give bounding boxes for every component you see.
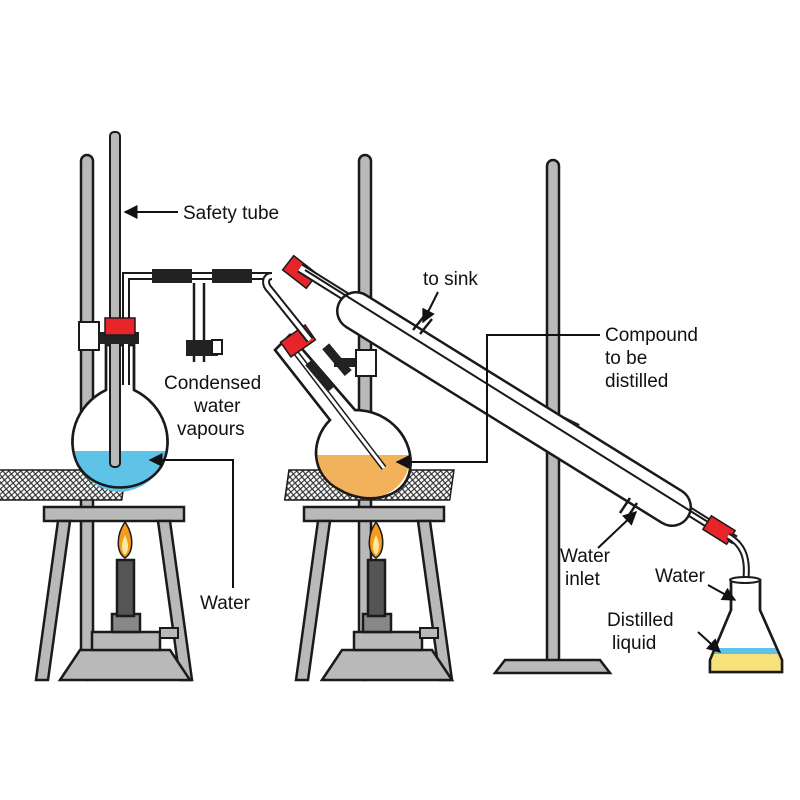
receiver-flask xyxy=(708,576,784,674)
water-arrow xyxy=(148,453,234,588)
right-stand-base xyxy=(492,658,613,675)
leader-lines xyxy=(123,205,737,653)
label-compound-2: to be xyxy=(605,348,647,369)
label-condensed-1: Condensed xyxy=(164,373,261,394)
delivery-tube-left xyxy=(122,269,272,385)
label-water-inlet-1: Water xyxy=(560,546,611,567)
label-water-inlet-2: inlet xyxy=(565,569,601,590)
label-distilled-2: liquid xyxy=(612,633,656,654)
text-labels: Safety tube to sink Compound to be disti… xyxy=(164,203,706,654)
distillation-flask xyxy=(273,323,412,500)
safety-tube xyxy=(109,131,121,468)
middle-burner xyxy=(319,520,455,682)
label-distilled-1: Distilled xyxy=(607,610,674,631)
label-water-left: Water xyxy=(200,593,251,614)
label-compound-1: Compound xyxy=(605,325,698,346)
distilled-liquid-arrow xyxy=(697,631,722,653)
label-compound-3: distilled xyxy=(605,371,668,392)
to-sink-arrow xyxy=(422,291,439,324)
label-condensed-3: vapours xyxy=(177,419,245,440)
left-burner xyxy=(57,520,193,682)
label-to-sink: to sink xyxy=(423,269,478,290)
label-water-flask: Water xyxy=(655,566,706,587)
compound-in-flask xyxy=(317,455,410,499)
compound-arrow xyxy=(395,334,600,469)
label-condensed-2: water xyxy=(193,396,241,417)
label-safety-tube: Safety tube xyxy=(183,203,279,224)
vapour-tube xyxy=(262,254,319,343)
flask-water-arrow xyxy=(707,584,737,601)
water-inlet-arrow xyxy=(597,511,638,549)
left-clamp xyxy=(78,317,139,351)
condensed-water-trap xyxy=(186,283,223,362)
condenser xyxy=(297,263,750,638)
